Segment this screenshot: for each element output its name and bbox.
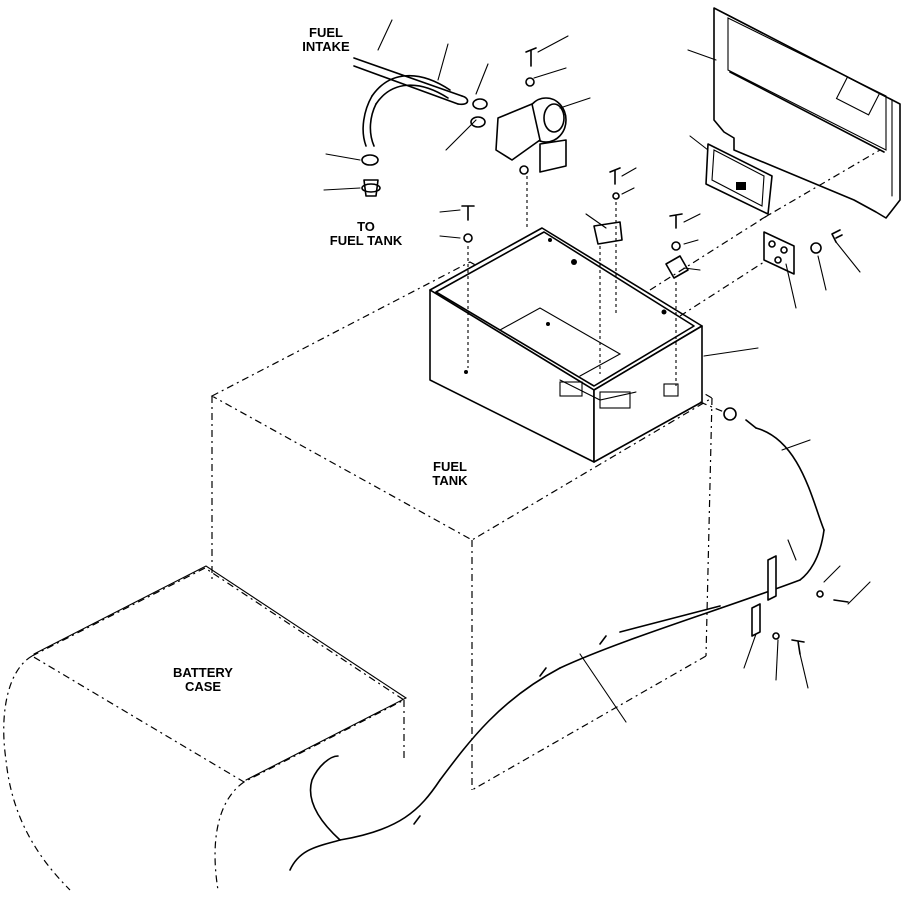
meter-unit — [705, 143, 773, 215]
label-fuel-intake-line1: FUEL — [309, 25, 343, 40]
label-battery-case-line1: BATTERY — [173, 665, 233, 680]
battery-box — [429, 227, 703, 463]
label-to-fuel-tank: TO FUEL TANK — [318, 220, 414, 248]
brackets — [751, 555, 849, 655]
label-fuel-tank-line2: TANK — [432, 473, 468, 488]
label-to-fuel-tank-line2: FUEL TANK — [329, 233, 403, 248]
fuel-pump — [470, 97, 567, 175]
wire-harness — [289, 407, 825, 871]
label-fuel-tank-line1: FUEL — [433, 459, 467, 474]
label-battery-case: BATTERY CASE — [160, 666, 246, 694]
label-fuel-intake-line2: INTAKE — [302, 39, 350, 54]
label-battery-case-line2: CASE — [184, 679, 222, 694]
fuel-intake-hose — [353, 57, 469, 197]
hardware-bolts — [461, 47, 689, 279]
leader-lines — [323, 19, 871, 723]
label-to-fuel-tank-line1: TO — [357, 219, 375, 234]
alignment-lines — [467, 149, 881, 413]
battery-case-outline — [3, 565, 408, 891]
label-fuel-intake: FUEL INTAKE — [298, 26, 354, 54]
terminal-block — [763, 229, 843, 275]
label-fuel-tank: FUEL TANK — [420, 460, 480, 488]
